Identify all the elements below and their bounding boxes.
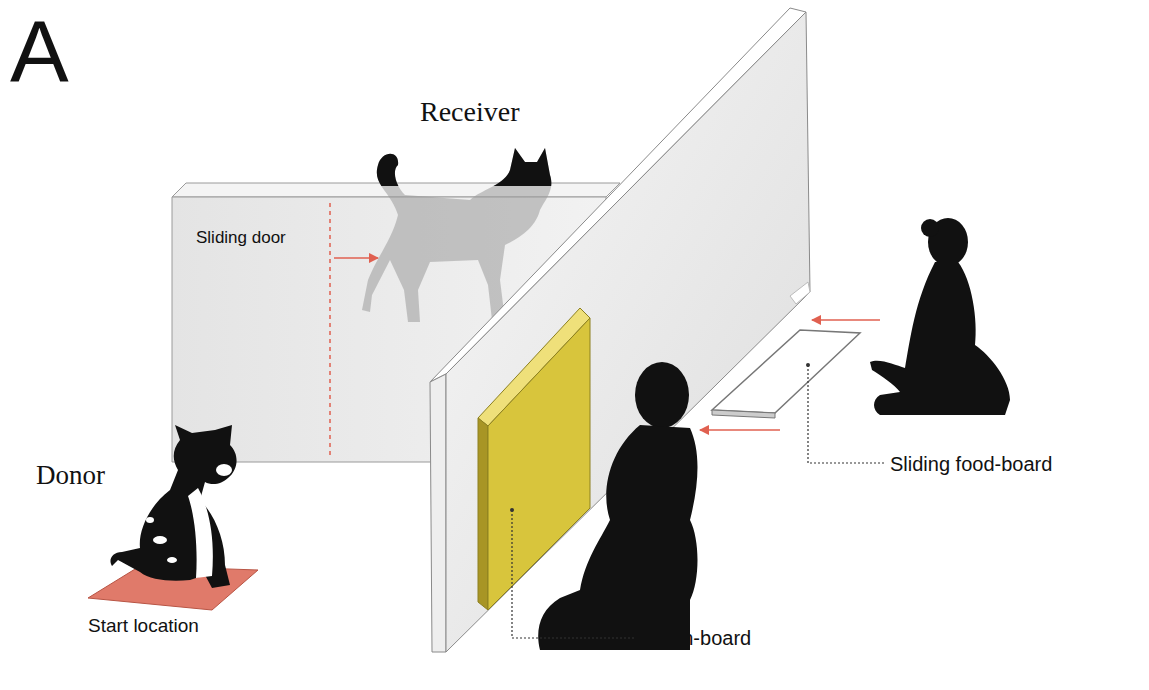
token-board — [488, 318, 590, 610]
dog-body — [110, 425, 236, 588]
experimenter-right — [870, 218, 1010, 415]
divider-edge — [430, 374, 446, 652]
receiver-dog-visible — [362, 148, 551, 186]
body — [870, 262, 1010, 415]
leader-line — [512, 510, 635, 638]
hair-bun — [921, 219, 939, 237]
body — [538, 425, 697, 650]
dog-spot — [146, 517, 154, 523]
leader-line — [808, 365, 885, 463]
donor-dog — [110, 425, 236, 588]
board-slot — [790, 282, 810, 304]
leader-dot — [510, 508, 514, 512]
dog-muzzle — [216, 464, 232, 476]
slide-arrow — [812, 319, 880, 321]
dog-chest — [188, 488, 213, 578]
dog-spot — [167, 557, 177, 563]
slide-arrow — [700, 429, 780, 431]
food-board-label: Sliding food-board — [890, 454, 1052, 474]
dog-spot — [153, 536, 167, 544]
food-board-edge — [712, 410, 775, 418]
door-line — [329, 203, 331, 458]
token-board-label: Token-board — [640, 628, 751, 648]
donor-label: Donor — [36, 462, 105, 489]
door-label: Sliding door — [196, 229, 286, 246]
leader-dot — [806, 363, 810, 367]
food-board — [712, 330, 860, 413]
start-label: Start location — [88, 616, 199, 635]
head — [635, 362, 689, 428]
door-arrow — [334, 257, 378, 259]
receiver-label: Receiver — [420, 98, 520, 126]
token-board-side — [478, 418, 488, 610]
experimenter-front — [538, 362, 697, 650]
panel-letter: A — [10, 8, 69, 96]
